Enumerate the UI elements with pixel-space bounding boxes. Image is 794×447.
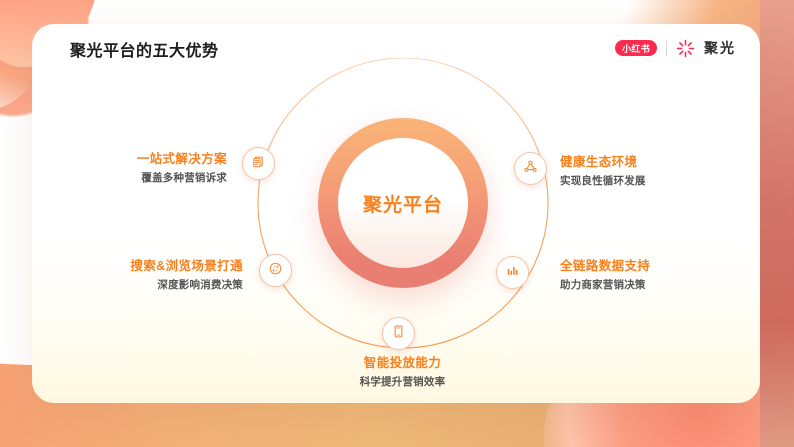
- label-subtitle: 实现良性循环发展: [560, 174, 646, 187]
- label-healthy-ecosystem: 健康生态环境 实现良性循环发展: [560, 155, 730, 188]
- label-title: 智能投放能力: [363, 356, 442, 370]
- node-smart-delivery[interactable]: [382, 317, 415, 350]
- label-smart-delivery: 智能投放能力 科学提升营销效率: [320, 356, 485, 389]
- node-healthy-ecosystem[interactable]: [514, 152, 547, 185]
- label-subtitle: 科学提升营销效率: [359, 375, 446, 388]
- label-title: 全链路数据支持: [560, 259, 651, 273]
- page-title: 聚光平台的五大优势: [70, 43, 219, 60]
- label-full-link-data: 全链路数据支持 助力商家营销决策: [560, 259, 730, 292]
- spark-burst-icon: [676, 39, 695, 58]
- content-card: 聚光平台的五大优势 小红书: [32, 24, 760, 403]
- brand-name: 聚光: [704, 40, 736, 56]
- label-subtitle: 深度影响消费决策: [157, 278, 243, 291]
- label-one-stop: 一站式解决方案 覆盖多种营销诉求: [62, 152, 227, 185]
- label-title: 一站式解决方案: [136, 152, 227, 166]
- network-nodes-icon: [523, 159, 538, 179]
- brand-lockup: 小红书: [615, 36, 736, 60]
- node-search-browse[interactable]: [259, 254, 292, 287]
- label-title: 健康生态环境: [560, 155, 638, 169]
- node-one-stop[interactable]: [242, 147, 275, 180]
- hub-center: 聚光平台: [338, 138, 468, 268]
- bar-chart-icon: [505, 263, 520, 283]
- hub-ring: 聚光平台: [318, 118, 488, 288]
- xiaohongshu-badge: 小红书: [615, 40, 657, 56]
- document-icon: [251, 154, 266, 174]
- label-subtitle: 覆盖多种营销诉求: [141, 171, 227, 184]
- card-header: 聚光平台的五大优势 小红书: [32, 24, 760, 72]
- sync-refresh-icon: [268, 261, 283, 281]
- right-edge-strip: [760, 0, 794, 447]
- label-search-browse: 搜索&浏览场景打通 深度影响消费决策: [62, 259, 243, 292]
- node-full-link-data[interactable]: [496, 256, 529, 289]
- hub-label: 聚光平台: [362, 194, 443, 216]
- mobile-phone-icon: [391, 324, 406, 344]
- advantages-diagram: 聚光平台: [32, 58, 760, 403]
- brand-divider: [666, 40, 667, 56]
- label-subtitle: 助力商家营销决策: [560, 278, 646, 291]
- label-title: 搜索&浏览场景打通: [130, 259, 243, 273]
